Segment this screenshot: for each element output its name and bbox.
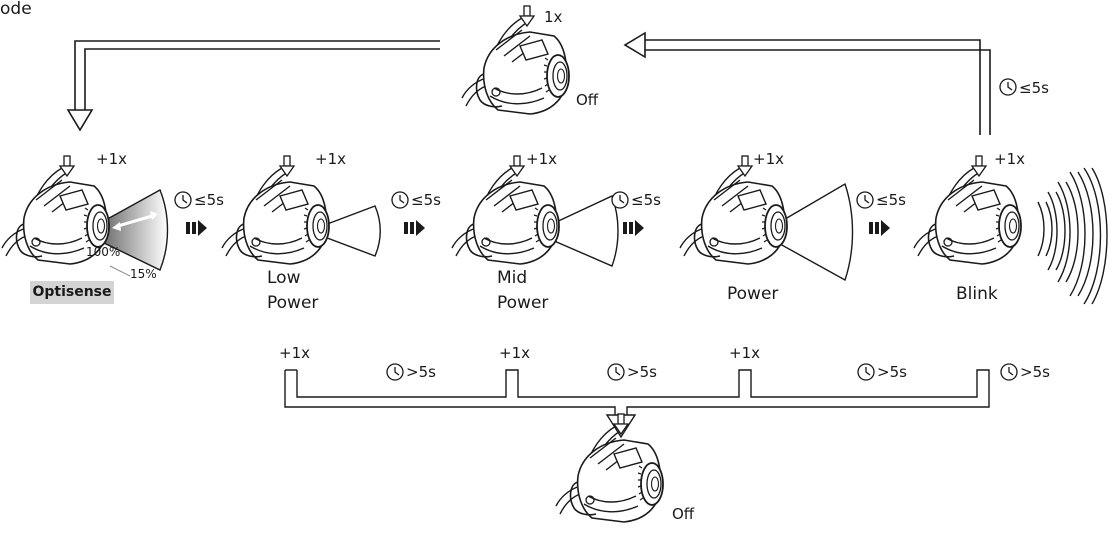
optisense-min-level: 15% (130, 267, 157, 281)
clock-icon (607, 363, 625, 381)
lamp-power (679, 155, 788, 265)
step-arrow-icon (186, 220, 207, 236)
press-label-low: +1x (315, 150, 346, 168)
return-timer-label: ≤5s (1019, 79, 1049, 97)
blink-signal-arcs (1037, 167, 1108, 305)
timer-label-4: ≤5s (876, 191, 906, 209)
clock-icon (857, 363, 875, 381)
power-beam (779, 182, 854, 282)
lamp-low-power (221, 155, 330, 265)
press-label-blink: +1x (994, 150, 1025, 168)
clock-icon (611, 191, 629, 209)
top-off-label: Off (576, 91, 599, 109)
low-power-beam (321, 205, 381, 257)
mode-label-mid-1: Mid (497, 268, 528, 288)
bottom-press-label-1: +1x (279, 344, 310, 362)
optisense-badge: Optisense (30, 281, 114, 304)
press-label-mid: +1x (526, 150, 557, 168)
top-press-label: 1x (544, 8, 563, 26)
press-label-optisense: +1x (96, 150, 127, 168)
mode-label-low-1: Low (267, 268, 301, 288)
mode-label-low-2: Power (267, 293, 319, 313)
bottom-timer-label-3: >5s (877, 363, 907, 381)
mode-label-power: Power (727, 284, 779, 304)
clock-icon (391, 191, 409, 209)
header-fragment: ode (0, 0, 32, 19)
bottom-timer-label-2: >5s (627, 363, 657, 381)
bottom-lamp-off (555, 413, 664, 523)
bottom-press-label-2: +1x (499, 344, 530, 362)
step-arrow-icon (623, 220, 644, 236)
clock-icon (856, 191, 874, 209)
mode-label-blink: Blink (956, 284, 998, 304)
step-arrow-icon (869, 220, 890, 236)
bottom-timer-label-4: >5s (1020, 363, 1050, 381)
bottom-timer-label-1: >5s (406, 363, 436, 381)
timer-label-2: ≤5s (411, 191, 441, 209)
clock-icon (999, 78, 1017, 96)
lamp-blink (913, 155, 1022, 265)
clock-icon (174, 191, 192, 209)
clock-icon (386, 363, 404, 381)
press-label-power: +1x (753, 150, 784, 168)
clock-icon (1000, 363, 1018, 381)
optisense-max-level: 100% (86, 245, 121, 259)
bottom-press-label-3: +1x (729, 344, 760, 362)
step-arrow-icon (404, 220, 425, 236)
timer-label-3: ≤5s (631, 191, 661, 209)
mode-label-mid-2: Power (497, 293, 549, 313)
mid-power-beam (551, 195, 619, 267)
return-path-right (623, 31, 991, 135)
return-path-left (66, 40, 440, 132)
lamp-mid-power (451, 155, 560, 265)
optisense-beam (101, 189, 169, 277)
bottom-off-label: Off (672, 505, 695, 523)
timer-label-1: ≤5s (194, 191, 224, 209)
